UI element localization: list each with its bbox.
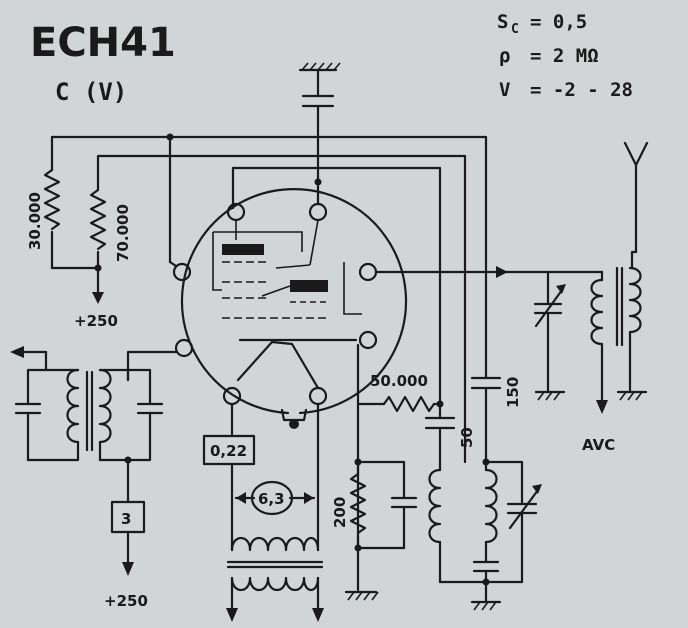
spec-v-value: = -2 - 28 xyxy=(530,79,633,101)
ground-r200 xyxy=(344,590,379,601)
resistor-50000: 50.000 xyxy=(370,372,444,413)
label-r50000: 50.000 xyxy=(370,372,428,390)
tube-envelope xyxy=(172,188,408,429)
spec-sc-subscript: C xyxy=(511,22,519,37)
capacitor-50: 50 xyxy=(424,416,476,472)
if-transformer: 3 +250 xyxy=(10,346,164,610)
label-avc: AVC xyxy=(582,436,615,454)
spec-sc-symbol: S xyxy=(497,11,508,33)
pin-2 xyxy=(308,202,328,222)
antenna-input: AVC xyxy=(503,141,649,454)
label-box-6-3: 6,3 xyxy=(258,490,285,508)
top-bus-wires xyxy=(50,133,488,464)
pin-8 xyxy=(308,386,328,406)
label-r30000: 30.000 xyxy=(26,192,44,250)
top-ground-capacitor xyxy=(298,62,341,186)
oscillator-coils xyxy=(428,458,542,611)
label-r200: 200 xyxy=(331,497,349,528)
pin-5 xyxy=(174,338,194,358)
resistor-70000: 70.000 +250 xyxy=(74,154,132,330)
spec-sc-value: = 0,5 xyxy=(530,11,587,33)
pin-3 xyxy=(172,262,192,282)
label-c50: 50 xyxy=(458,427,476,448)
tube-name: ECH41 xyxy=(30,20,176,66)
box-0-22 xyxy=(202,434,256,466)
label-box-3: 3 xyxy=(121,510,131,528)
box-6-3 xyxy=(250,480,294,516)
pin-7 xyxy=(222,386,242,406)
spec-v-symbol: V xyxy=(499,79,510,101)
spec-block: S C = 0,5 ρ = 2 MΩ V = -2 - 28 xyxy=(497,11,633,101)
resistor-200: 200 xyxy=(331,458,418,552)
label-r70000: 70.000 xyxy=(114,204,132,262)
tube-base: C (V) xyxy=(55,78,127,106)
spec-rho-symbol: ρ xyxy=(499,45,510,67)
heater-circuit: 0,22 6,3 xyxy=(202,402,324,622)
label-box-0-22: 0,22 xyxy=(210,442,247,460)
label-c150: 150 xyxy=(504,377,522,408)
label-plus250-top: +250 xyxy=(74,312,118,330)
pin-4 xyxy=(358,262,378,282)
capacitor-150: 150 xyxy=(470,377,522,464)
label-plus250-bottom: +250 xyxy=(104,592,148,610)
tube-internals xyxy=(212,219,362,390)
spec-rho-value: = 2 MΩ xyxy=(530,45,599,67)
pin-6 xyxy=(358,330,378,350)
resistor-30000: 30.000 xyxy=(26,135,100,270)
